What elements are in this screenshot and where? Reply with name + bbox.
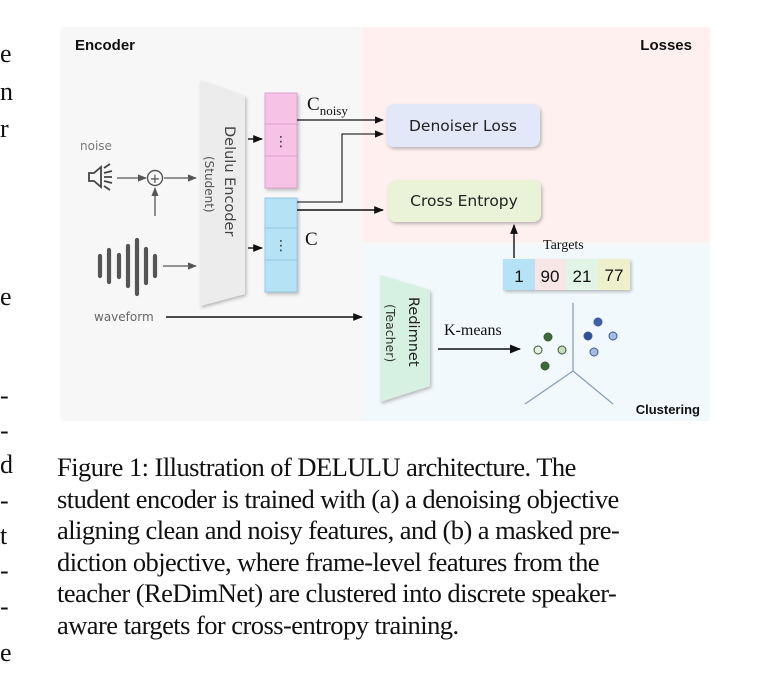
- caption-line: diction objective, where frame-level fea…: [57, 546, 600, 577]
- student-encoder-role: (Student): [202, 156, 216, 213]
- student-encoder-block: [200, 80, 245, 306]
- target-sequence: [503, 259, 630, 290]
- caption-line: aware targets for cross-entropy training…: [57, 609, 459, 640]
- cluster-point: [540, 361, 550, 371]
- architecture-diagram: Encoder Losses Clustering noise + wavefo…: [75, 27, 710, 421]
- student-encoder-name: Delulu Encoder: [221, 126, 237, 236]
- cluster-boundaries: [524, 303, 614, 405]
- noisy-feature-stack: [264, 92, 298, 189]
- cross-entropy-label: Cross Entropy: [410, 192, 518, 210]
- left-column-fragment: -: [0, 592, 9, 621]
- noisy-feature-ellipsis: ⋮: [274, 134, 288, 150]
- left-column-fragment: -: [0, 556, 9, 585]
- encoder-panel-title: Encoder: [75, 37, 135, 54]
- blue-cluster-points: [583, 317, 618, 357]
- cross-entropy-box: [388, 180, 541, 222]
- green-cluster-points: [533, 332, 567, 371]
- targets-label: Targets: [543, 238, 584, 253]
- losses-panel-title: Losses: [640, 37, 692, 54]
- target-cell: 77: [605, 266, 624, 285]
- kmeans-label: K-means: [444, 322, 502, 339]
- denoiser-loss-label: Denoiser Loss: [409, 117, 517, 135]
- sum-icon: [146, 169, 164, 187]
- speaker-noise-icon: [88, 163, 113, 191]
- target-cell: 1: [514, 267, 523, 286]
- caption-line: aligning clean and noisy features, and (…: [57, 515, 620, 546]
- c-noisy-base: C: [307, 94, 320, 115]
- cluster-point: [608, 331, 618, 341]
- c-noisy-subscript: noisy: [320, 103, 349, 118]
- caption-line: student encoder is trained with (a) a de…: [57, 483, 619, 514]
- left-column-fragment: -: [0, 416, 9, 445]
- clean-feature-stack: [264, 197, 298, 293]
- left-column-fragment: e: [0, 282, 12, 311]
- caption-line: Figure 1: Illustration of DELULU archite…: [57, 452, 576, 482]
- left-column-fragment: -: [0, 381, 9, 410]
- denoiser-loss-box: [386, 104, 540, 147]
- target-cell: 90: [541, 267, 560, 286]
- left-column-fragment: e: [0, 39, 12, 68]
- clustering-panel-title: Clustering: [636, 402, 700, 417]
- c-clean-label: C: [305, 229, 318, 250]
- left-column-fragment: t: [0, 521, 8, 550]
- cluster-point: [593, 317, 603, 327]
- cluster-point: [583, 331, 593, 341]
- cluster-point: [543, 332, 553, 342]
- clean-feature-ellipsis: ⋮: [274, 238, 288, 254]
- left-column-fragment: d: [0, 450, 13, 479]
- left-column-fragment: r: [0, 114, 9, 143]
- waveform-icon: [97, 237, 158, 297]
- figure-caption: Figure 1: Illustration of DELULU archite…: [57, 452, 717, 642]
- target-cell: 21: [573, 267, 592, 286]
- left-column-fragment: e: [0, 638, 12, 667]
- clean-to-denoiser-arrow: [297, 130, 384, 203]
- teacher-block: [380, 275, 430, 402]
- left-column-fragment: -: [0, 486, 9, 515]
- cluster-point: [533, 345, 543, 355]
- c-noisy-label: Cnoisy: [307, 94, 348, 118]
- waveform-label: waveform: [94, 310, 154, 324]
- noise-label: noise: [80, 139, 112, 153]
- cluster-point: [557, 345, 567, 355]
- teacher-role: (Teacher): [383, 304, 398, 362]
- sum-symbol: +: [150, 172, 161, 187]
- teacher-name: Redimnet: [405, 297, 421, 367]
- cluster-point: [589, 347, 599, 357]
- left-column-fragment: n: [0, 77, 13, 106]
- caption-line: teacher (ReDimNet) are clustered into di…: [57, 578, 617, 609]
